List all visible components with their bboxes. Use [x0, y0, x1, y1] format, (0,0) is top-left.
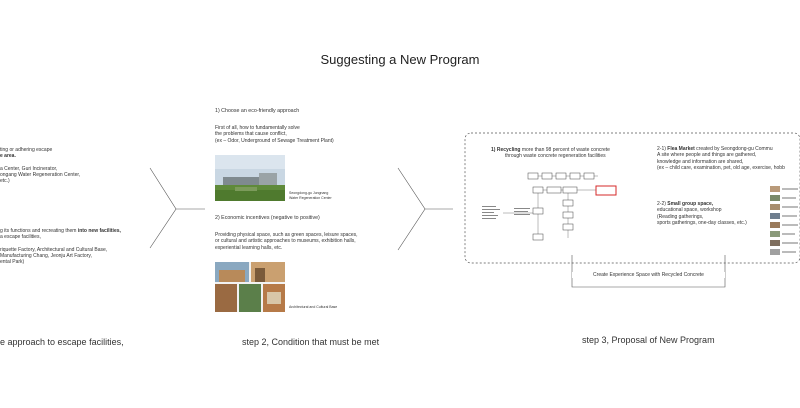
connector-left [149, 167, 177, 249]
thumbnail [770, 231, 780, 237]
flea-prefix: 2-1) [657, 146, 668, 152]
left-p2-example: riquette Factory, Architectural and Cult… [0, 246, 108, 253]
recycling-process-diagram [482, 172, 617, 241]
thumbnail [770, 249, 780, 255]
group-line: sports gatherings, one-day classes, etc.… [657, 219, 747, 226]
recycling-text: 1) Recycling more than 98 percent of was… [491, 147, 610, 160]
middle-h2: 2) Economic incentives (negative to posi… [215, 215, 320, 221]
callout-label: Create Experience Space with Recycled Co… [572, 272, 725, 279]
photo1-caption-line: Seongdong-gu Jungnang [289, 191, 329, 195]
group-prefix: 2-2) [657, 201, 668, 207]
connector-middle [397, 167, 426, 251]
left-p2-line: a escape facilities, [0, 234, 41, 241]
middle-p2-line: Providing physical space, such as green … [215, 232, 358, 238]
left-p1: ting or adhering escape e area. a Center… [0, 147, 80, 184]
thumbnail-text [782, 242, 798, 244]
middle-h1: 1) Choose an eco-friendly approach [215, 108, 300, 114]
left-p1-line-bold: e area. [0, 153, 16, 160]
page-title: Suggesting a New Program [320, 52, 480, 67]
thumbnail [770, 213, 780, 219]
middle-p2-line: experiential learning halls, etc. [215, 244, 283, 251]
left-p2-bold: into new facilities, [77, 228, 121, 234]
thumbnail [770, 240, 780, 246]
thumbnail [770, 222, 780, 228]
photo-architectural-cultural-base [215, 262, 285, 312]
thumbnail-text [782, 233, 795, 235]
step1-label: e approach to escape facilities, [0, 337, 124, 347]
recycling-line2: through waste concrete regeneration faci… [505, 153, 606, 160]
small-group-text: 2-2) Small group space, educational spac… [657, 201, 747, 226]
thumbnail [770, 186, 780, 192]
left-p2: g its functions and recreating them into… [0, 228, 121, 265]
thumbnail-text [782, 206, 798, 208]
flea-line: A site where people and things are gathe… [657, 152, 757, 159]
thumbnail-text [782, 251, 796, 253]
middle-p2: Providing physical space, such as green … [215, 232, 358, 251]
thumbnail [770, 204, 780, 210]
left-p1-line: ting or adhering escape [0, 147, 53, 153]
left-p2-text: g its functions and recreating them [0, 228, 78, 234]
thumbnail-text [782, 197, 796, 199]
middle-p2-line: or cultural and artistic approaches to m… [215, 238, 356, 245]
thumbnail-text [782, 215, 797, 217]
left-p1-example: ongang Water Regeneration Center, [0, 171, 81, 178]
photo1-caption: Seongdong-gu Jungnang Water Regeneration… [289, 191, 332, 200]
middle-p1-line: (ex – Odor, Underground of Sewage Treatm… [215, 137, 334, 144]
middle-p1-line: the problems that cause conflict, [215, 131, 287, 138]
middle-p1-line: First of all, how to fundamentally solve [215, 125, 300, 131]
flea-market-text: 2-1) Flea Market created by Seongdong-gu… [657, 146, 785, 171]
left-p2-example: Manufacturing Chang, Jeonju Art Factory, [0, 252, 92, 259]
callout-connector [571, 255, 726, 288]
thumbnail-text [782, 224, 798, 226]
group-bold: Small group space, [667, 201, 714, 207]
group-line: educational space, workshop [657, 207, 722, 214]
recycling-rest: more than 98 percent of waste concrete [520, 147, 610, 153]
thumbnail-list [770, 186, 800, 256]
step2-label: step 2, Condition that must be met [242, 337, 380, 347]
flea-rest: created by Seongdong-gu Commu [694, 146, 773, 152]
photo1-caption-line: Water Regeneration Center [289, 195, 332, 200]
flea-line: knowledge and information are shared, [657, 158, 744, 165]
group-line: (Reading gatherings, [657, 213, 704, 220]
thumbnail-text [782, 188, 798, 190]
flea-line: (ex – child care, examination, pet, old … [657, 164, 785, 171]
photo-water-regeneration-center [215, 155, 285, 201]
middle-p1: First of all, how to fundamentally solve… [215, 125, 334, 144]
flea-bold: Flea Market [667, 146, 695, 152]
left-p1-example: a Center, Guri Incinerator, [0, 165, 58, 172]
photo2-caption: Architectural and Cultural Base [289, 305, 338, 309]
proposal-dashed-frame [464, 132, 800, 264]
thumbnail [770, 195, 780, 201]
step3-label: step 3, Proposal of New Program [582, 335, 715, 345]
recycling-bold: 1) Recycling [491, 147, 521, 153]
left-p2-example: ental Park) [0, 259, 25, 266]
left-p1-example: etc.) [0, 178, 10, 185]
